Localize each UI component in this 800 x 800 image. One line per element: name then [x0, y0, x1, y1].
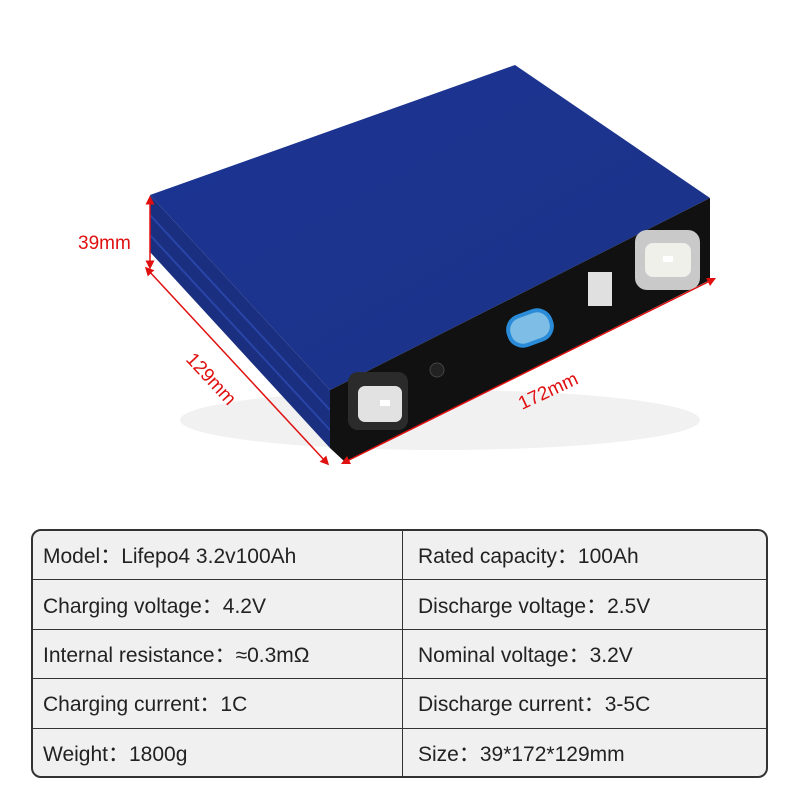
spec-row: Charging voltage：4.2V Discharge voltage：…: [33, 580, 766, 630]
dimension-height: 39mm: [78, 195, 155, 270]
battery-cell: [149, 65, 710, 462]
qr-label: [588, 272, 612, 306]
spec-size: Size：39*172*129mm: [418, 743, 625, 767]
spec-row: Internal resistance：≈0.3mΩ Nominal volta…: [33, 629, 766, 680]
spec-nominal-voltage: Nominal voltage：3.2V: [418, 643, 633, 667]
spec-internal-resistance: Internal resistance：≈0.3mΩ: [33, 629, 403, 679]
spec-charging-voltage: Charging voltage：4.2V: [33, 580, 403, 629]
battery-product-image: 39mm 129mm 172mm: [78, 65, 717, 466]
negative-terminal: [348, 372, 408, 430]
spec-model: Model：Lifepo4 3.2v100Ah: [33, 531, 403, 580]
spec-charging-current: Charging current：1C: [33, 679, 403, 728]
spec-discharge-current: Discharge current：3-5C: [418, 693, 651, 717]
spec-row: Weight：1800g Size：39*172*129mm: [33, 728, 766, 776]
spec-row: Model：Lifepo4 3.2v100Ah Rated capacity：1…: [33, 531, 766, 581]
positive-terminal: [635, 230, 700, 290]
spec-row: Charging current：1C Discharge current：3-…: [33, 679, 766, 729]
spec-table: Model：Lifepo4 3.2v100Ah Rated capacity：1…: [31, 529, 768, 778]
vent-dot: [429, 362, 445, 378]
depth-label: 129mm: [181, 349, 240, 410]
spec-discharge-voltage: Discharge voltage：2.5V: [418, 594, 651, 618]
spec-weight: Weight：1800g: [33, 728, 403, 776]
height-label: 39mm: [78, 233, 131, 254]
spec-rated-capacity: Rated capacity：100Ah: [418, 545, 639, 569]
